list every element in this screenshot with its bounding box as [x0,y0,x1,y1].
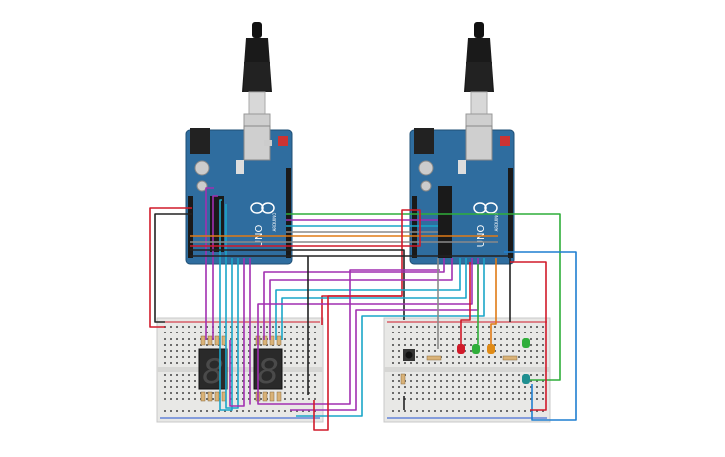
wire-blue-to-led [504,251,577,421]
wire-purple-1 [205,187,214,340]
led-teal[interactable] [522,374,530,384]
resistor-right-1 [426,355,442,361]
resistor-right-3 [400,373,406,385]
wire-cyan-loop-3 [296,258,485,417]
wire-red-power-left [149,207,192,328]
led-orange[interactable] [487,344,495,354]
wire-black-bus [190,249,405,320]
wire-cyan-loop-1 [275,258,461,340]
breadboard-right[interactable] [383,317,551,423]
wire-orange-to-led [490,258,497,344]
wire-red-bus [190,209,421,325]
wire-green-bus [286,213,561,381]
wire-purple-2 [212,195,218,340]
wire-red-to-led [460,262,471,344]
wire-purple-loop-2 [269,258,453,340]
wire-purple-loop-1 [263,258,445,340]
arduino-logo-icon [250,202,275,214]
board-brand-right: ARDUINO [494,213,499,232]
wire-red-right-rail [510,261,547,411]
wire-cyan-2 [225,204,239,409]
wire-cyan-1 [219,199,233,411]
arduino-board-left[interactable]: UNO ARDUINO [185,125,293,265]
segment-digit-right: 8 [257,352,279,392]
arduino-board-right[interactable]: UNO ARDUINO [409,125,515,265]
wire-black-bus-2 [190,255,511,322]
segment-digit-left: 8 [202,352,224,392]
wire-purple-loop-3 [257,258,473,405]
board-brand-left: ARDUINO [272,213,277,232]
led-green-2[interactable] [522,338,530,348]
wires[interactable] [149,187,577,431]
push-button[interactable] [403,349,415,361]
led-red[interactable] [457,344,465,354]
seven-segment-display-left[interactable]: 8 [198,348,228,392]
wire-black-gnd-left [154,213,192,323]
wire-cyan-loop-2 [281,258,467,340]
resistor-right-2 [502,355,518,361]
led-green[interactable] [472,344,480,354]
arduino-logo-icon [473,202,498,214]
wire-red-loop [313,295,402,431]
wire-purple-3 [229,258,245,407]
